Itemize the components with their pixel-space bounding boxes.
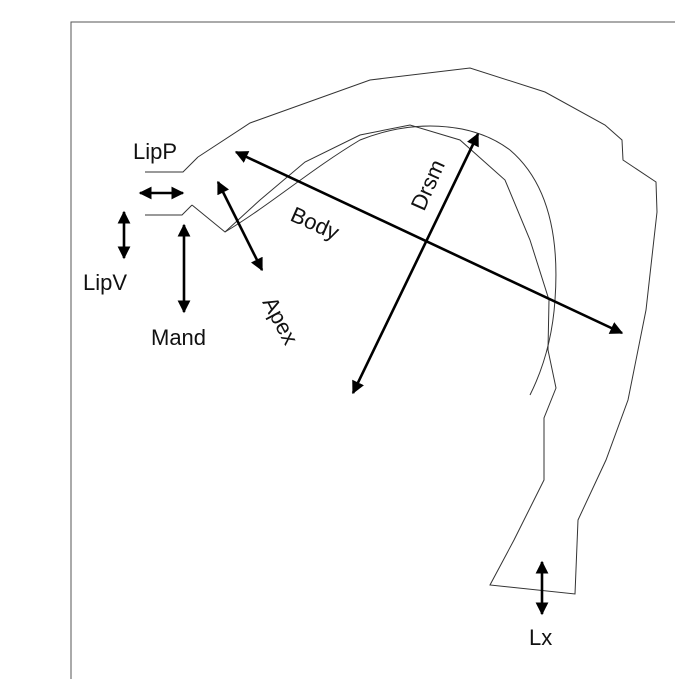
label-lip-vertical: LipV — [83, 270, 127, 295]
dorsum-arrow — [351, 132, 480, 395]
label-mandible: Mand — [151, 325, 206, 350]
label-larynx: Lx — [529, 625, 552, 650]
upper-lip-outline — [145, 156, 199, 173]
label-body: Body — [287, 202, 343, 245]
lower-lip-outline — [145, 204, 193, 216]
apex-arrow — [216, 180, 264, 272]
frame-border — [70, 21, 675, 679]
tongue-contour — [224, 125, 557, 396]
label-lip-protrusion: LipP — [133, 139, 177, 164]
label-apex: Apex — [258, 293, 304, 349]
outer-tract-wall — [191, 67, 658, 595]
